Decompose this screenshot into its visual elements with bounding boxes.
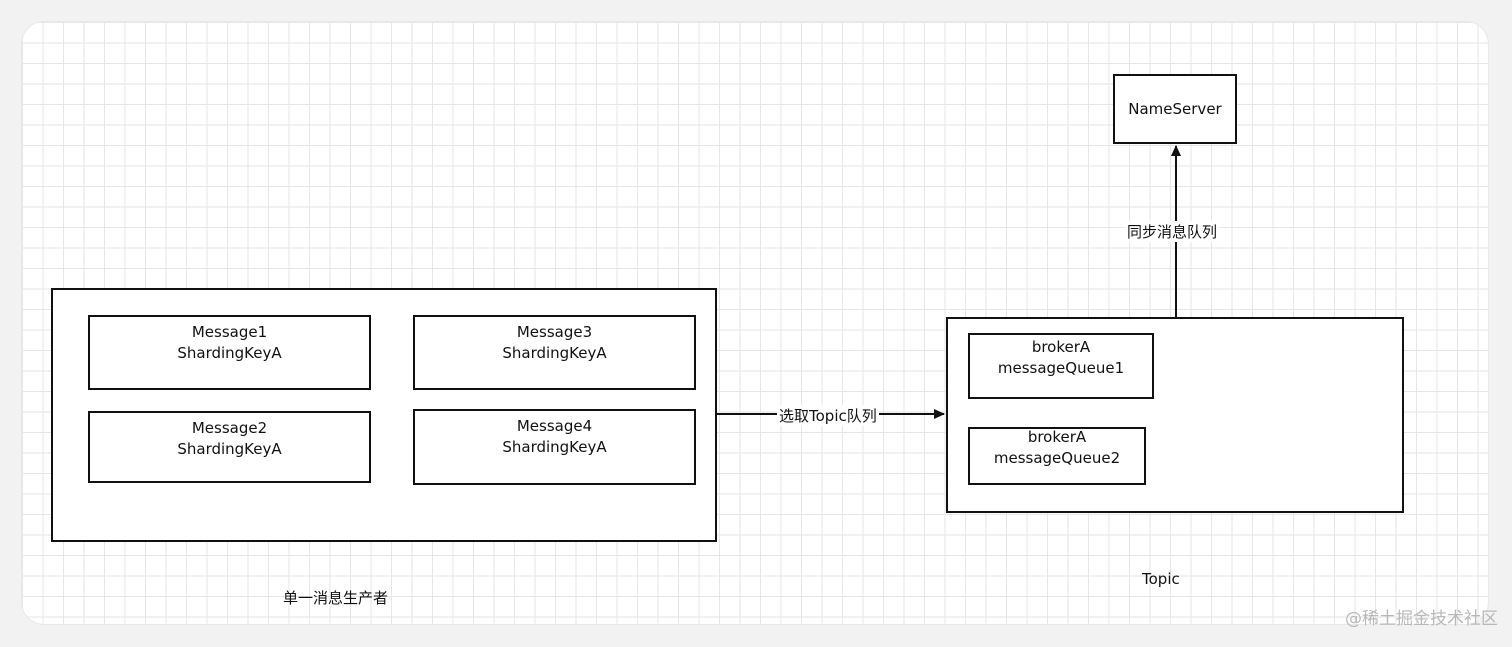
nameserver-label: NameServer [1128,99,1222,118]
producer-caption: 单一消息生产者 [283,589,389,607]
queue-broker: brokerA [1027,428,1087,446]
queue-name: messageQueue1 [997,359,1125,377]
queue-box-1: brokerA messageQueue1 [968,333,1154,399]
message-sharding-key: ShardingKeyA [177,440,282,458]
topic-caption: Topic [1142,570,1180,588]
message-name: Message4 [516,417,593,435]
queue-broker: brokerA [1031,338,1091,356]
message-sharding-key: ShardingKeyA [177,344,282,362]
select-queue-label: 选取Topic队列 [777,405,879,426]
watermark: @稀土掘金技术社区 [1345,609,1498,629]
queue-box-2: brokerA messageQueue2 [968,427,1146,485]
message-box-4: Message4 ShardingKeyA [413,409,696,485]
nameserver-box: NameServer [1113,74,1237,144]
message-box-2: Message2 ShardingKeyA [88,411,371,483]
message-sharding-key: ShardingKeyA [502,344,607,362]
message-sharding-key: ShardingKeyA [502,438,607,456]
message-name: Message1 [191,323,268,341]
sync-queue-label: 同步消息队列 [1125,221,1220,242]
message-box-3: Message3 ShardingKeyA [413,315,696,390]
message-name: Message2 [191,419,268,437]
queue-name: messageQueue2 [993,449,1121,467]
message-box-1: Message1 ShardingKeyA [88,315,371,390]
message-name: Message3 [516,323,593,341]
